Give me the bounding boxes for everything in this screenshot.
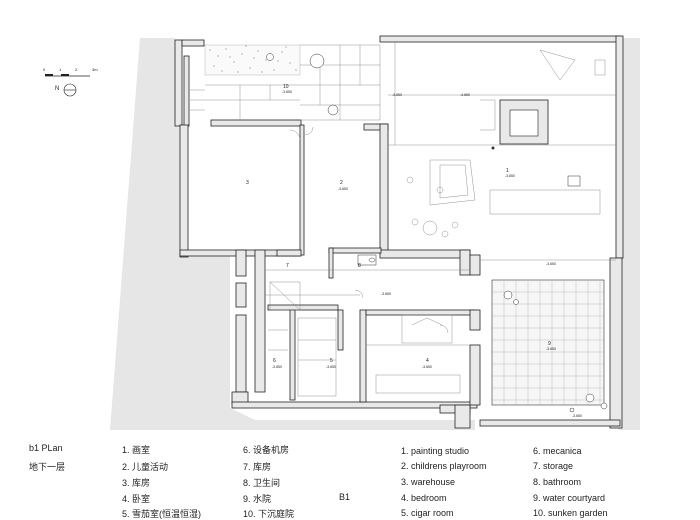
legend-item: 2. childrens playroom xyxy=(401,461,487,471)
scale-tick: 0 xyxy=(43,67,46,72)
level-mark: -3.650 xyxy=(422,365,432,369)
legend-item: 7. storage xyxy=(533,461,574,471)
room-number-6: 6 xyxy=(273,358,276,364)
legend-item: 5. 雪茄室(恒温恒湿) xyxy=(122,509,202,519)
legend-item: 7. 库房 xyxy=(243,462,272,472)
level-mark: -3.650 xyxy=(546,262,556,266)
legend-item: 8. 卫生间 xyxy=(243,478,281,488)
north-arrow-icon xyxy=(63,83,77,97)
floor-plan-drawing xyxy=(45,35,640,430)
legend-item: 10. 下沉庭院 xyxy=(243,509,295,519)
room-number-9: 9 xyxy=(548,341,551,347)
north-label: N xyxy=(55,86,60,92)
level-mark: -3.650 xyxy=(272,365,282,369)
scale-tick: 2 xyxy=(75,67,78,72)
legend-item: 9. 水院 xyxy=(243,494,272,504)
plan-title: b1 PLan xyxy=(29,443,63,453)
legend-item: 9. water courtyard xyxy=(533,493,606,503)
floor-label: B1 xyxy=(339,492,351,502)
room-number-10: 10 xyxy=(283,84,289,90)
scale-tick: 3m xyxy=(92,67,98,72)
room-number-3: 3 xyxy=(246,180,249,186)
room-number-7: 7 xyxy=(286,263,289,269)
level-mark: -3.650 xyxy=(338,187,348,191)
legend-item: 8. bathroom xyxy=(533,477,582,487)
room-number-2: 2 xyxy=(340,180,343,186)
level-mark: -3.650 xyxy=(282,90,292,94)
legend-item: 6. mecanica xyxy=(533,446,582,456)
scale-bar xyxy=(45,74,90,77)
room-labels: 10 -3.650 -4.650 -3.650 1 -3.650 3 2 -3.… xyxy=(43,67,582,418)
legend-item: 5. cigar room xyxy=(401,508,454,518)
level-mark: -3.650 xyxy=(392,93,402,97)
level-mark: -3.650 xyxy=(572,414,582,418)
legend-item: 6. 设备机房 xyxy=(243,445,290,455)
room-number-8: 8 xyxy=(358,263,361,269)
legend-item: 1. painting studio xyxy=(401,446,470,456)
legend-item: 10. sunken garden xyxy=(533,508,608,518)
legend-item: 3. 库房 xyxy=(122,478,151,488)
room-number-5: 5 xyxy=(330,358,333,364)
level-mark: -3.650 xyxy=(381,292,391,296)
legend-item: 3. warehouse xyxy=(401,477,456,487)
legend-item: 4. bedroom xyxy=(401,493,447,503)
legend-item: 1. 画室 xyxy=(122,445,151,455)
level-mark: -4.650 xyxy=(460,93,470,97)
garden-dots xyxy=(209,45,297,73)
level-mark: -3.650 xyxy=(505,174,515,178)
legend-item: 2. 儿童活动 xyxy=(122,462,169,472)
water-pattern xyxy=(492,280,604,405)
plan-subtitle: 地下一层 xyxy=(29,462,66,472)
room-number-4: 4 xyxy=(426,358,429,364)
level-mark: -3.650 xyxy=(326,365,336,369)
level-mark: -3.650 xyxy=(546,347,556,351)
ground-right xyxy=(618,38,640,430)
legend-item: 4. 卧室 xyxy=(122,494,151,504)
room-number-1: 1 xyxy=(506,168,509,174)
scale-tick: 1 xyxy=(59,67,62,72)
ground-left xyxy=(110,38,475,430)
